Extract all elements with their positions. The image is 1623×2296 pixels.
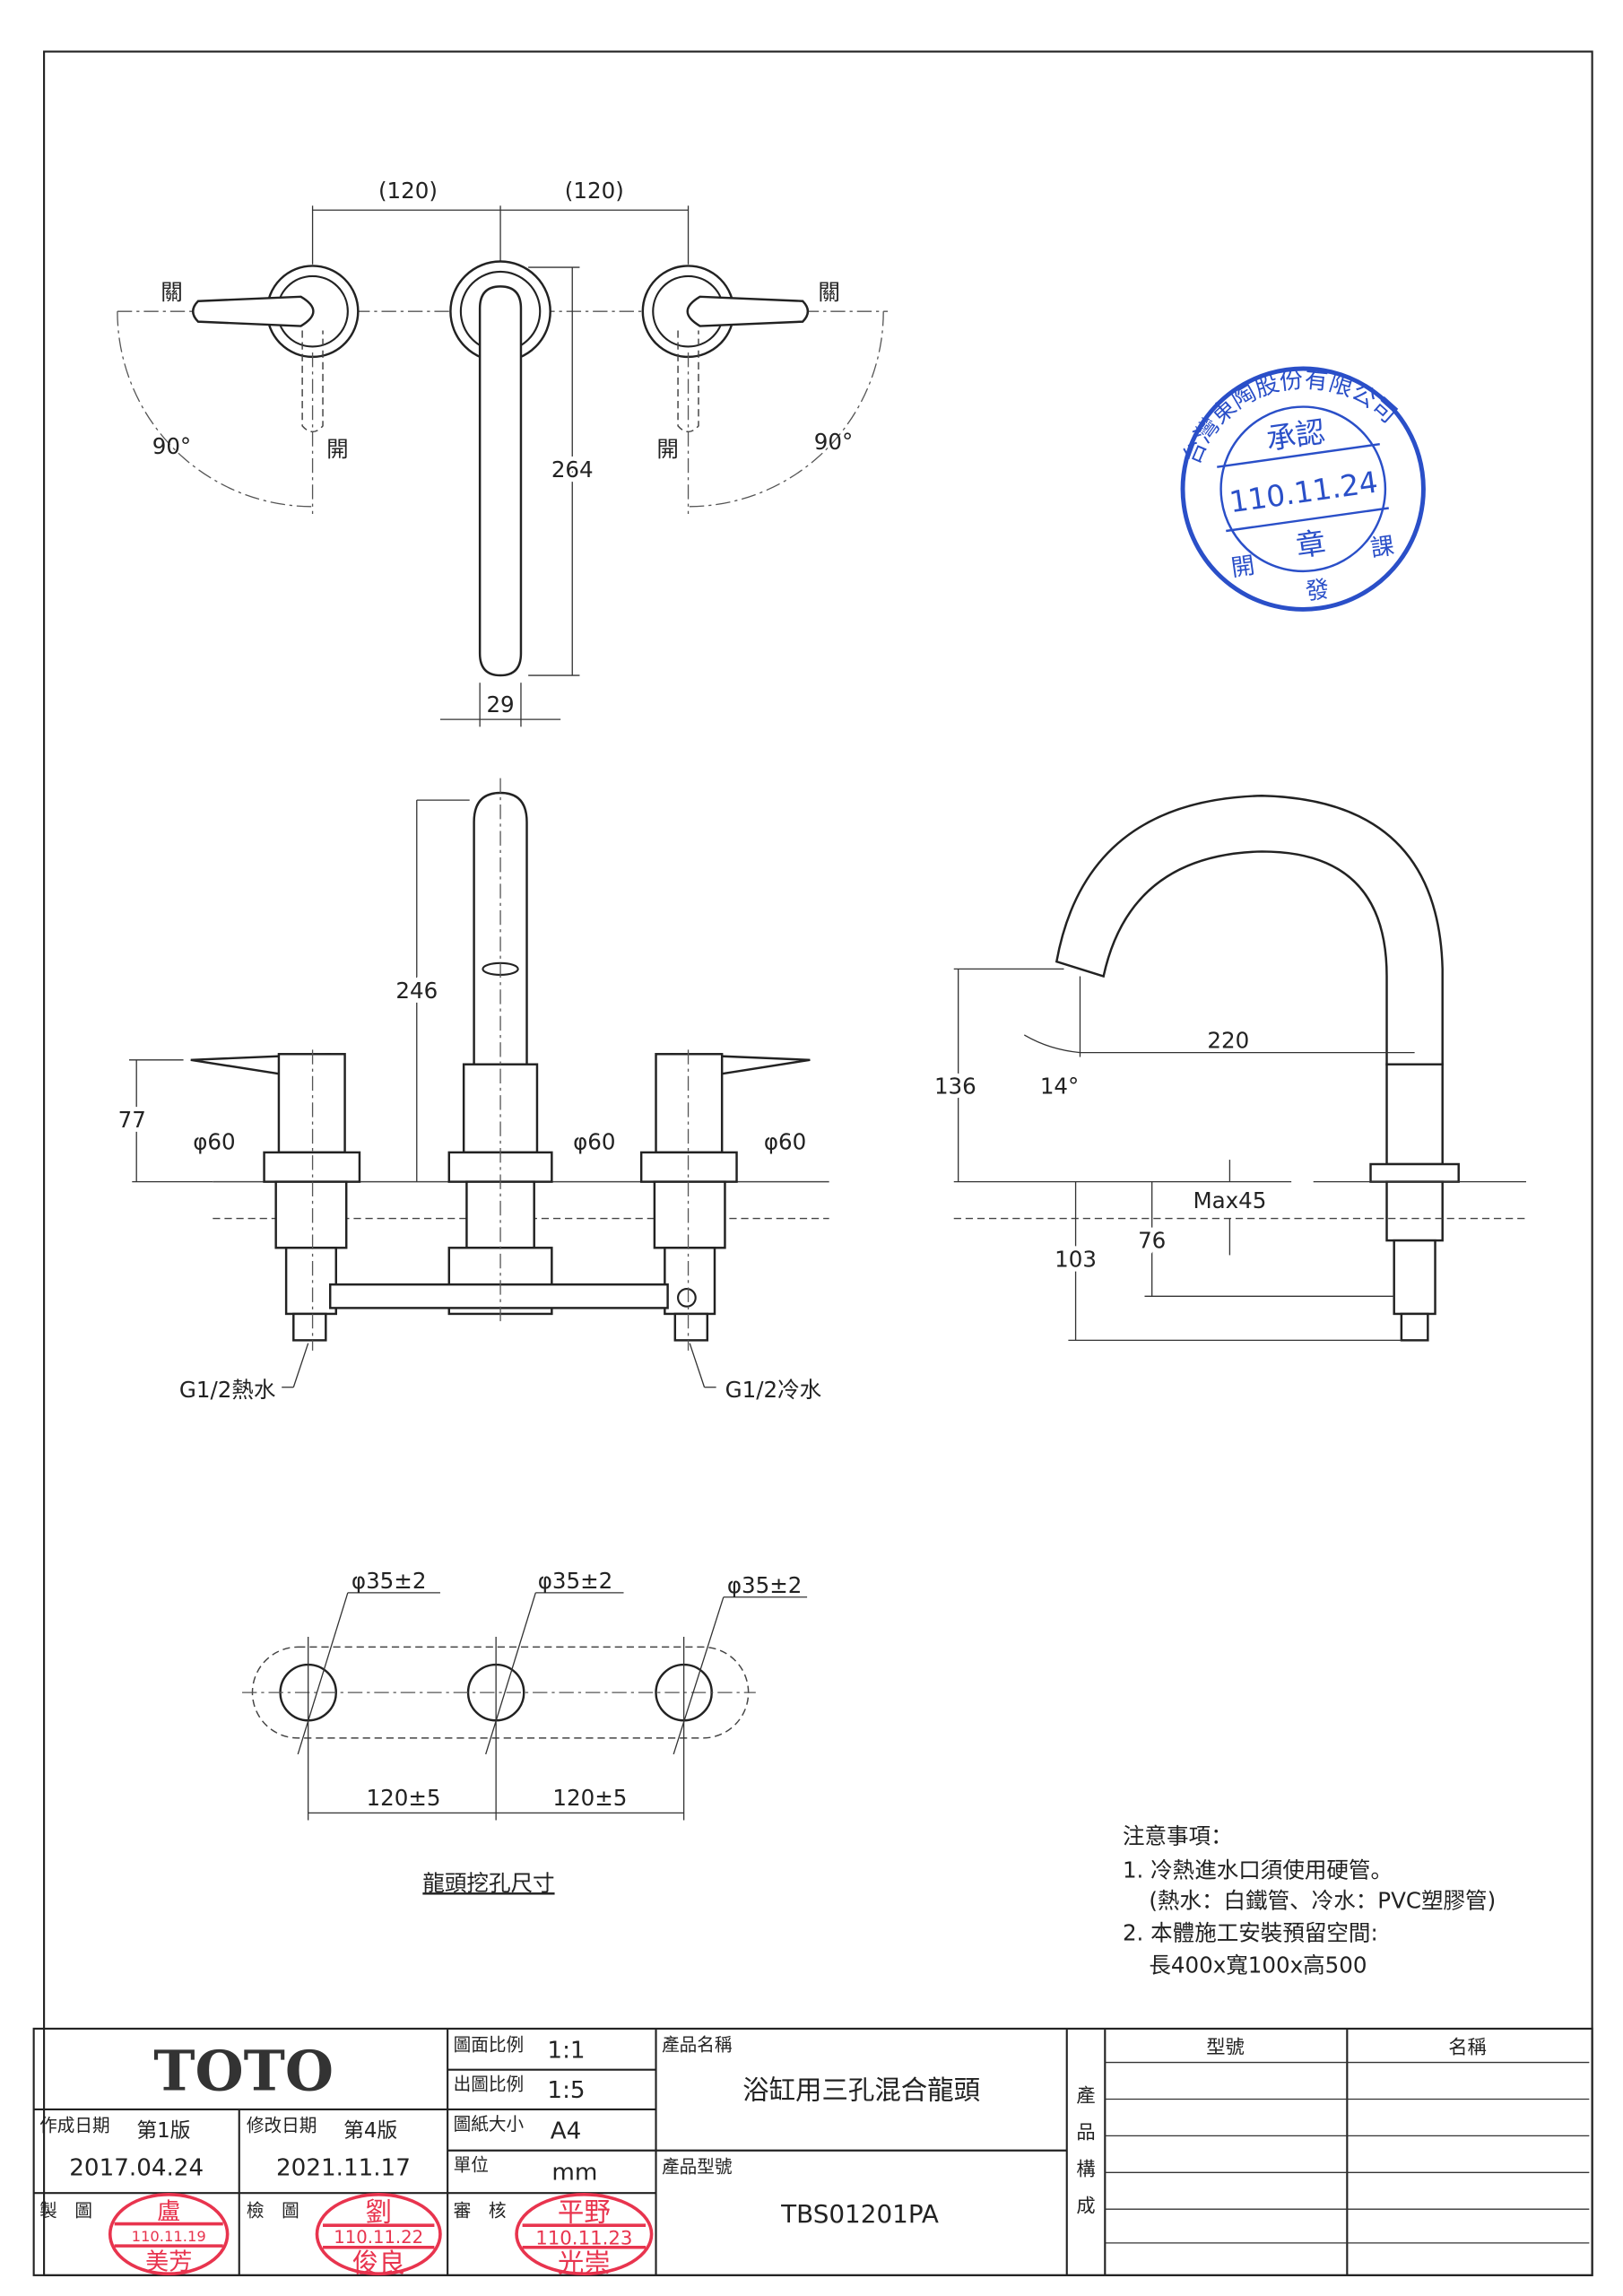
composition-2: 品 xyxy=(1076,2122,1095,2144)
hole-dia-left: φ35±2 xyxy=(352,1568,427,1594)
drawing-scale: 1:1 xyxy=(547,2038,585,2065)
dim-spout-length: 264 xyxy=(551,457,594,483)
hole-layout: φ35±2 φ35±2 φ35±2 120±5 120±5 龍頭挖孔尺寸 xyxy=(242,1568,808,1896)
created-label: 作成日期 xyxy=(39,2115,110,2135)
modified-date: 2021.11.17 xyxy=(276,2155,411,2182)
notes: 注意事項： 1. 冷熱進水口須使用硬管。 (熱水：白鐵管、冷水：PVC塑膠管) … xyxy=(1123,1823,1496,1979)
stamp-checked-top: 劉 xyxy=(365,2196,391,2227)
side-view: 136 14° 220 Max45 76 103 xyxy=(930,795,1526,1342)
note-1-detail: (熱水：白鐵管、冷水：PVC塑膠管) xyxy=(1149,1888,1496,1914)
modified-version: 第4版 xyxy=(343,2119,397,2143)
stamp-checked: 劉 110.11.22 俊良 xyxy=(315,2193,442,2279)
product-model: TBS01201PA xyxy=(780,2199,939,2229)
hole-layout-caption: 龍頭挖孔尺寸 xyxy=(422,1870,554,1896)
paper-size-label: 圖紙大小 xyxy=(454,2114,525,2135)
hole-spacing-left: 120±5 xyxy=(367,1785,441,1811)
output-scale: 1:5 xyxy=(547,2077,585,2104)
hole-spacing-right: 120±5 xyxy=(552,1785,627,1811)
composition-3: 構 xyxy=(1076,2159,1095,2181)
reviewed-label: 審 核 xyxy=(454,2200,507,2221)
drawn-label: 製 圖 xyxy=(39,2200,92,2221)
checked-label: 檢 圖 xyxy=(247,2200,299,2221)
note-1: 1. 冷熱進水口須使用硬管。 xyxy=(1123,1857,1393,1883)
dia-center: φ60 xyxy=(573,1129,615,1155)
angle-right: 90° xyxy=(814,429,853,455)
stamp-date: 110.11.24 xyxy=(1228,465,1380,519)
name-column-header: 名稱 xyxy=(1448,2037,1487,2059)
label-cold-inlet: G1/2冷水 xyxy=(725,1377,822,1403)
dim-handle-height: 77 xyxy=(118,1107,146,1133)
stamp-approved: 承認 xyxy=(1264,414,1327,457)
stamp-dept-left: 開 xyxy=(1229,552,1256,582)
angle-left: 90° xyxy=(152,433,191,459)
top-view: (120) (120) 關 開 90° 264 29 關 開 90° xyxy=(117,178,889,727)
label-close-left: 關 xyxy=(161,279,183,305)
stamp-reviewed-top: 平野 xyxy=(558,2196,611,2227)
notes-title: 注意事項： xyxy=(1123,1823,1233,1849)
stamp-drawn-name: 美芳 xyxy=(145,2248,192,2275)
dim-depth-76: 76 xyxy=(1138,1227,1166,1253)
unit: mm xyxy=(551,2159,597,2186)
label-hot-inlet: G1/2熱水 xyxy=(179,1377,276,1403)
front-view: 246 77 φ60 φ60 φ60 G1/2熱水 G1/2冷水 xyxy=(114,778,829,1403)
stamp-drawn-top: 盧 xyxy=(157,2199,180,2226)
product-name-label: 產品名稱 xyxy=(662,2034,733,2055)
stamp-reviewed-date: 110.11.23 xyxy=(535,2227,632,2249)
dim-right-spacing: (120) xyxy=(565,178,624,204)
dim-reach: 220 xyxy=(1207,1028,1249,1054)
dim-depth-103: 103 xyxy=(1055,1247,1097,1273)
dia-left: φ60 xyxy=(193,1129,235,1155)
stamp-drawn-date: 110.11.19 xyxy=(132,2228,206,2245)
modified-label: 修改日期 xyxy=(247,2115,317,2135)
created-version: 第1版 xyxy=(136,2119,190,2143)
hole-dia-center: φ35±2 xyxy=(538,1568,613,1594)
stamp-reviewed: 平野 110.11.23 光崇 xyxy=(515,2193,654,2279)
stamp-checked-name: 俊良 xyxy=(352,2248,405,2279)
stamp-seal: 章 xyxy=(1294,526,1328,563)
toto-logo: TOTO xyxy=(153,2039,334,2104)
stamp-dept-mid: 發 xyxy=(1304,576,1331,605)
note-2-detail: 長400x寬100x高500 xyxy=(1149,1952,1367,1979)
hole-dia-right: φ35±2 xyxy=(727,1572,803,1598)
label-open-left: 開 xyxy=(326,436,349,462)
model-column-header: 型號 xyxy=(1206,2037,1245,2059)
created-date: 2017.04.24 xyxy=(69,2155,204,2182)
dia-right: φ60 xyxy=(764,1129,806,1155)
note-2: 2. 本體施工安裝預留空間: xyxy=(1123,1920,1378,1946)
dim-spout-height: 246 xyxy=(395,978,438,1004)
composition-4: 成 xyxy=(1076,2195,1095,2217)
composition-1: 產 xyxy=(1076,2085,1095,2108)
stamp-drawn: 盧 110.11.19 美芳 xyxy=(108,2193,230,2275)
stamp-dept-right: 課 xyxy=(1369,533,1396,562)
dim-left-spacing: (120) xyxy=(378,178,438,204)
drawing-scale-label: 圖面比例 xyxy=(454,2034,524,2055)
label-open-right: 開 xyxy=(656,436,679,462)
label-close-right: 關 xyxy=(818,279,840,305)
dim-angle: 14° xyxy=(1040,1073,1079,1099)
title-block: TOTO 圖面比例 1:1 出圖比例 1:5 圖紙大小 A4 單位 mm 審 核… xyxy=(32,2027,1593,2279)
stamp-reviewed-name: 光崇 xyxy=(558,2248,611,2279)
paper-size: A4 xyxy=(551,2118,582,2145)
unit-label: 單位 xyxy=(454,2155,489,2176)
dim-side-height: 136 xyxy=(934,1073,976,1099)
dim-spout-width: 29 xyxy=(486,691,514,718)
output-scale-label: 出圖比例 xyxy=(454,2074,524,2095)
product-name: 浴缸用三孔混合龍頭 xyxy=(742,2074,980,2105)
product-model-label: 產品型號 xyxy=(662,2156,733,2177)
approval-stamp: 台灣東陶股份有限公司 承認 110.11.24 章 開 發 課 xyxy=(1168,352,1426,612)
stamp-checked-date: 110.11.22 xyxy=(334,2227,423,2248)
dim-max-thickness: Max45 xyxy=(1193,1187,1266,1213)
